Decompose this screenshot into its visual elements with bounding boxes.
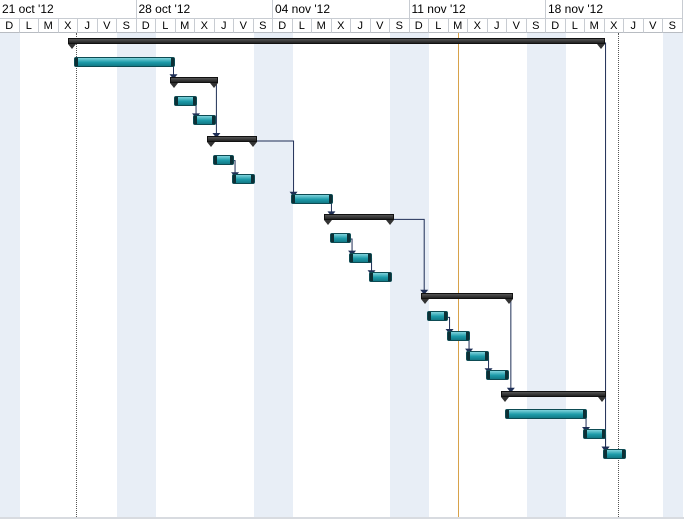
day-label: J: [351, 19, 371, 33]
horizontal-scrollbar-edge: [0, 517, 684, 519]
weekend-shade: [0, 33, 20, 519]
task-bar[interactable]: [232, 174, 256, 185]
task-bar[interactable]: [583, 429, 607, 439]
day-label: D: [409, 19, 429, 33]
task-bar[interactable]: [290, 193, 334, 204]
day-label: D: [0, 19, 20, 33]
week-label: 11 nov '12: [409, 0, 546, 19]
day-label: V: [234, 19, 254, 33]
day-label: J: [78, 19, 98, 33]
day-label: X: [331, 19, 351, 33]
task-bar[interactable]: [193, 115, 217, 126]
day-label: S: [253, 19, 273, 33]
weekend-shade: [409, 33, 429, 519]
day-label: J: [624, 19, 644, 33]
day-label: V: [97, 19, 117, 33]
week-label: 28 oct '12: [136, 0, 273, 19]
summary-task-bar[interactable]: [323, 214, 395, 226]
summary-task-bar[interactable]: [169, 77, 219, 89]
task-bar[interactable]: [446, 331, 470, 341]
summary-task-bar[interactable]: [421, 292, 513, 304]
weekend-shade: [136, 33, 156, 519]
summary-task-bar[interactable]: [206, 136, 258, 147]
summary-task-bar[interactable]: [501, 390, 607, 402]
day-label: J: [214, 19, 234, 33]
day-label: X: [58, 19, 78, 33]
day-label: J: [487, 19, 507, 33]
weekend-shade: [253, 33, 273, 519]
weekend-shade: [663, 33, 683, 519]
day-label: D: [546, 19, 566, 33]
project-start-line: [76, 33, 78, 519]
current-date-line: [458, 0, 460, 519]
day-label: M: [448, 19, 468, 33]
task-bar[interactable]: [505, 409, 587, 420]
day-label: M: [312, 19, 332, 33]
dependency-link: [214, 81, 217, 134]
week-label: 04 nov '12: [273, 0, 410, 19]
day-label: M: [585, 19, 605, 33]
day-label: S: [663, 19, 683, 33]
task-bar[interactable]: [368, 272, 392, 283]
dependency-arrowhead: [212, 133, 221, 138]
summary-task-bar[interactable]: [68, 38, 605, 49]
task-bar[interactable]: [485, 370, 509, 381]
weekend-shade: [546, 33, 566, 519]
task-bar[interactable]: [427, 311, 449, 322]
task-bar[interactable]: [74, 56, 176, 67]
day-label: L: [19, 19, 39, 33]
dependency-link: [253, 140, 295, 193]
task-bar[interactable]: [329, 233, 351, 243]
dependency-arrowhead: [169, 74, 178, 80]
day-label: S: [390, 19, 410, 33]
weekend-shade: [273, 33, 293, 519]
day-label: X: [604, 19, 624, 33]
task-bar[interactable]: [602, 448, 626, 459]
day-label: X: [195, 19, 215, 33]
task-bar[interactable]: [212, 154, 234, 165]
dependency-link: [389, 218, 425, 291]
weekend-shade: [117, 33, 137, 519]
day-label: M: [175, 19, 195, 33]
dependency-link: [600, 42, 607, 448]
dependency-link: [508, 297, 512, 389]
day-label: M: [39, 19, 59, 33]
day-label: L: [565, 19, 585, 33]
dependency-arrowhead: [420, 289, 429, 295]
task-bar[interactable]: [466, 350, 490, 361]
day-label: S: [117, 19, 137, 33]
day-label: V: [643, 19, 663, 33]
day-label: D: [273, 19, 293, 33]
day-label: L: [156, 19, 176, 33]
week-label: 21 oct '12: [0, 0, 137, 19]
weekend-shade: [390, 33, 410, 519]
dependency-arrowhead: [327, 211, 336, 217]
day-label: V: [370, 19, 390, 33]
day-label: L: [429, 19, 449, 33]
day-label: D: [136, 19, 156, 33]
weekend-shade: [526, 33, 546, 519]
day-label: S: [526, 19, 546, 33]
day-label: V: [507, 19, 527, 33]
day-label: L: [292, 19, 312, 33]
task-bar[interactable]: [349, 252, 373, 263]
dependency-arrowhead: [506, 387, 515, 393]
day-label: X: [468, 19, 488, 33]
task-bar[interactable]: [173, 95, 197, 106]
week-label: 18 nov '12: [546, 0, 683, 19]
project-end-line: [618, 33, 620, 519]
